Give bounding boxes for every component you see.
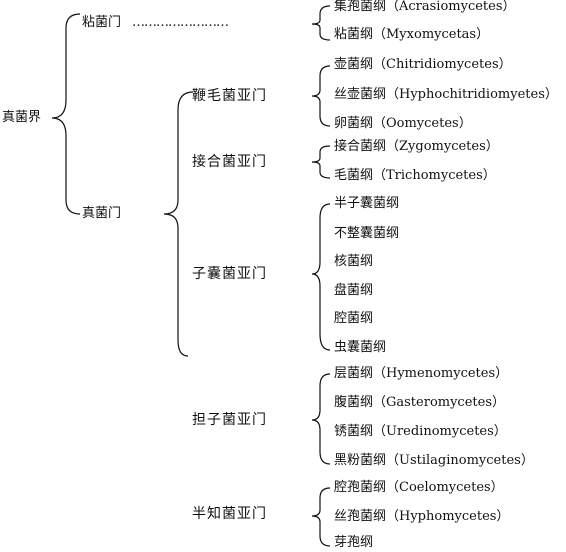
kingdom-label: 真菌界 (2, 110, 42, 125)
class-label: 层菌纲（Hymenomycetes） (334, 366, 509, 381)
class-label: 半子囊菌纲 (334, 196, 400, 211)
subphylum-basidio-label: 担子菌亚门 (192, 412, 267, 428)
phylum-eumycota-label: 真菌门 (82, 206, 122, 221)
subphylum-asco-label: 子囊菌亚门 (192, 266, 267, 282)
class-label: 锈菌纲（Uredinomycetes） (334, 424, 507, 439)
brace-mastigo (311, 65, 331, 127)
class-label: 丝孢菌纲（Hyphomycetes） (334, 509, 510, 524)
class-label: 腔菌纲 (334, 311, 374, 326)
brace-deutero (311, 487, 331, 547)
class-label: 腹菌纲（Gasteromycetes） (334, 395, 505, 410)
class-label: 粘菌纲（Myxomycetas） (334, 27, 490, 42)
class-label: 虫囊菌纲 (334, 340, 387, 355)
class-label: 黑粉菌纲（Ustilaginomycetes） (334, 453, 534, 468)
brace-basidio (311, 373, 331, 465)
class-label: 芽孢纲 (334, 535, 374, 550)
class-label: 卵菌纲（Oomycetes） (334, 116, 472, 131)
brace-asco (311, 203, 331, 351)
class-label: 毛菌纲（Trichomycetes） (334, 168, 496, 183)
brace-zygo (311, 145, 331, 179)
leader-dots: …………………… (132, 15, 229, 30)
phylum-slime-label: 粘菌门 (82, 15, 122, 30)
class-label: 接合菌纲（Zygomycetes） (334, 139, 499, 154)
subphylum-mastigo-label: 鞭毛菌亚门 (192, 88, 267, 104)
class-label: 集孢菌纲（Acrasiomycetes） (334, 0, 516, 14)
brace-slime (311, 5, 331, 41)
class-label: 核菌纲 (334, 254, 374, 269)
class-label: 丝壶菌纲（Hyphochitridiomyetes） (334, 87, 558, 102)
class-label: 盘菌纲 (334, 283, 374, 298)
class-label: 不整囊菌纲 (334, 226, 400, 241)
class-label: 腔孢菌纲（Coelomycetes） (334, 480, 504, 495)
subphylum-zygo-label: 接合菌亚门 (192, 154, 267, 170)
brace-eumycota (163, 91, 194, 357)
subphylum-deutero-label: 半知菌亚门 (192, 506, 267, 522)
brace-root (51, 13, 81, 215)
class-label: 壶菌纲（Chitridiomycetes） (334, 57, 512, 72)
